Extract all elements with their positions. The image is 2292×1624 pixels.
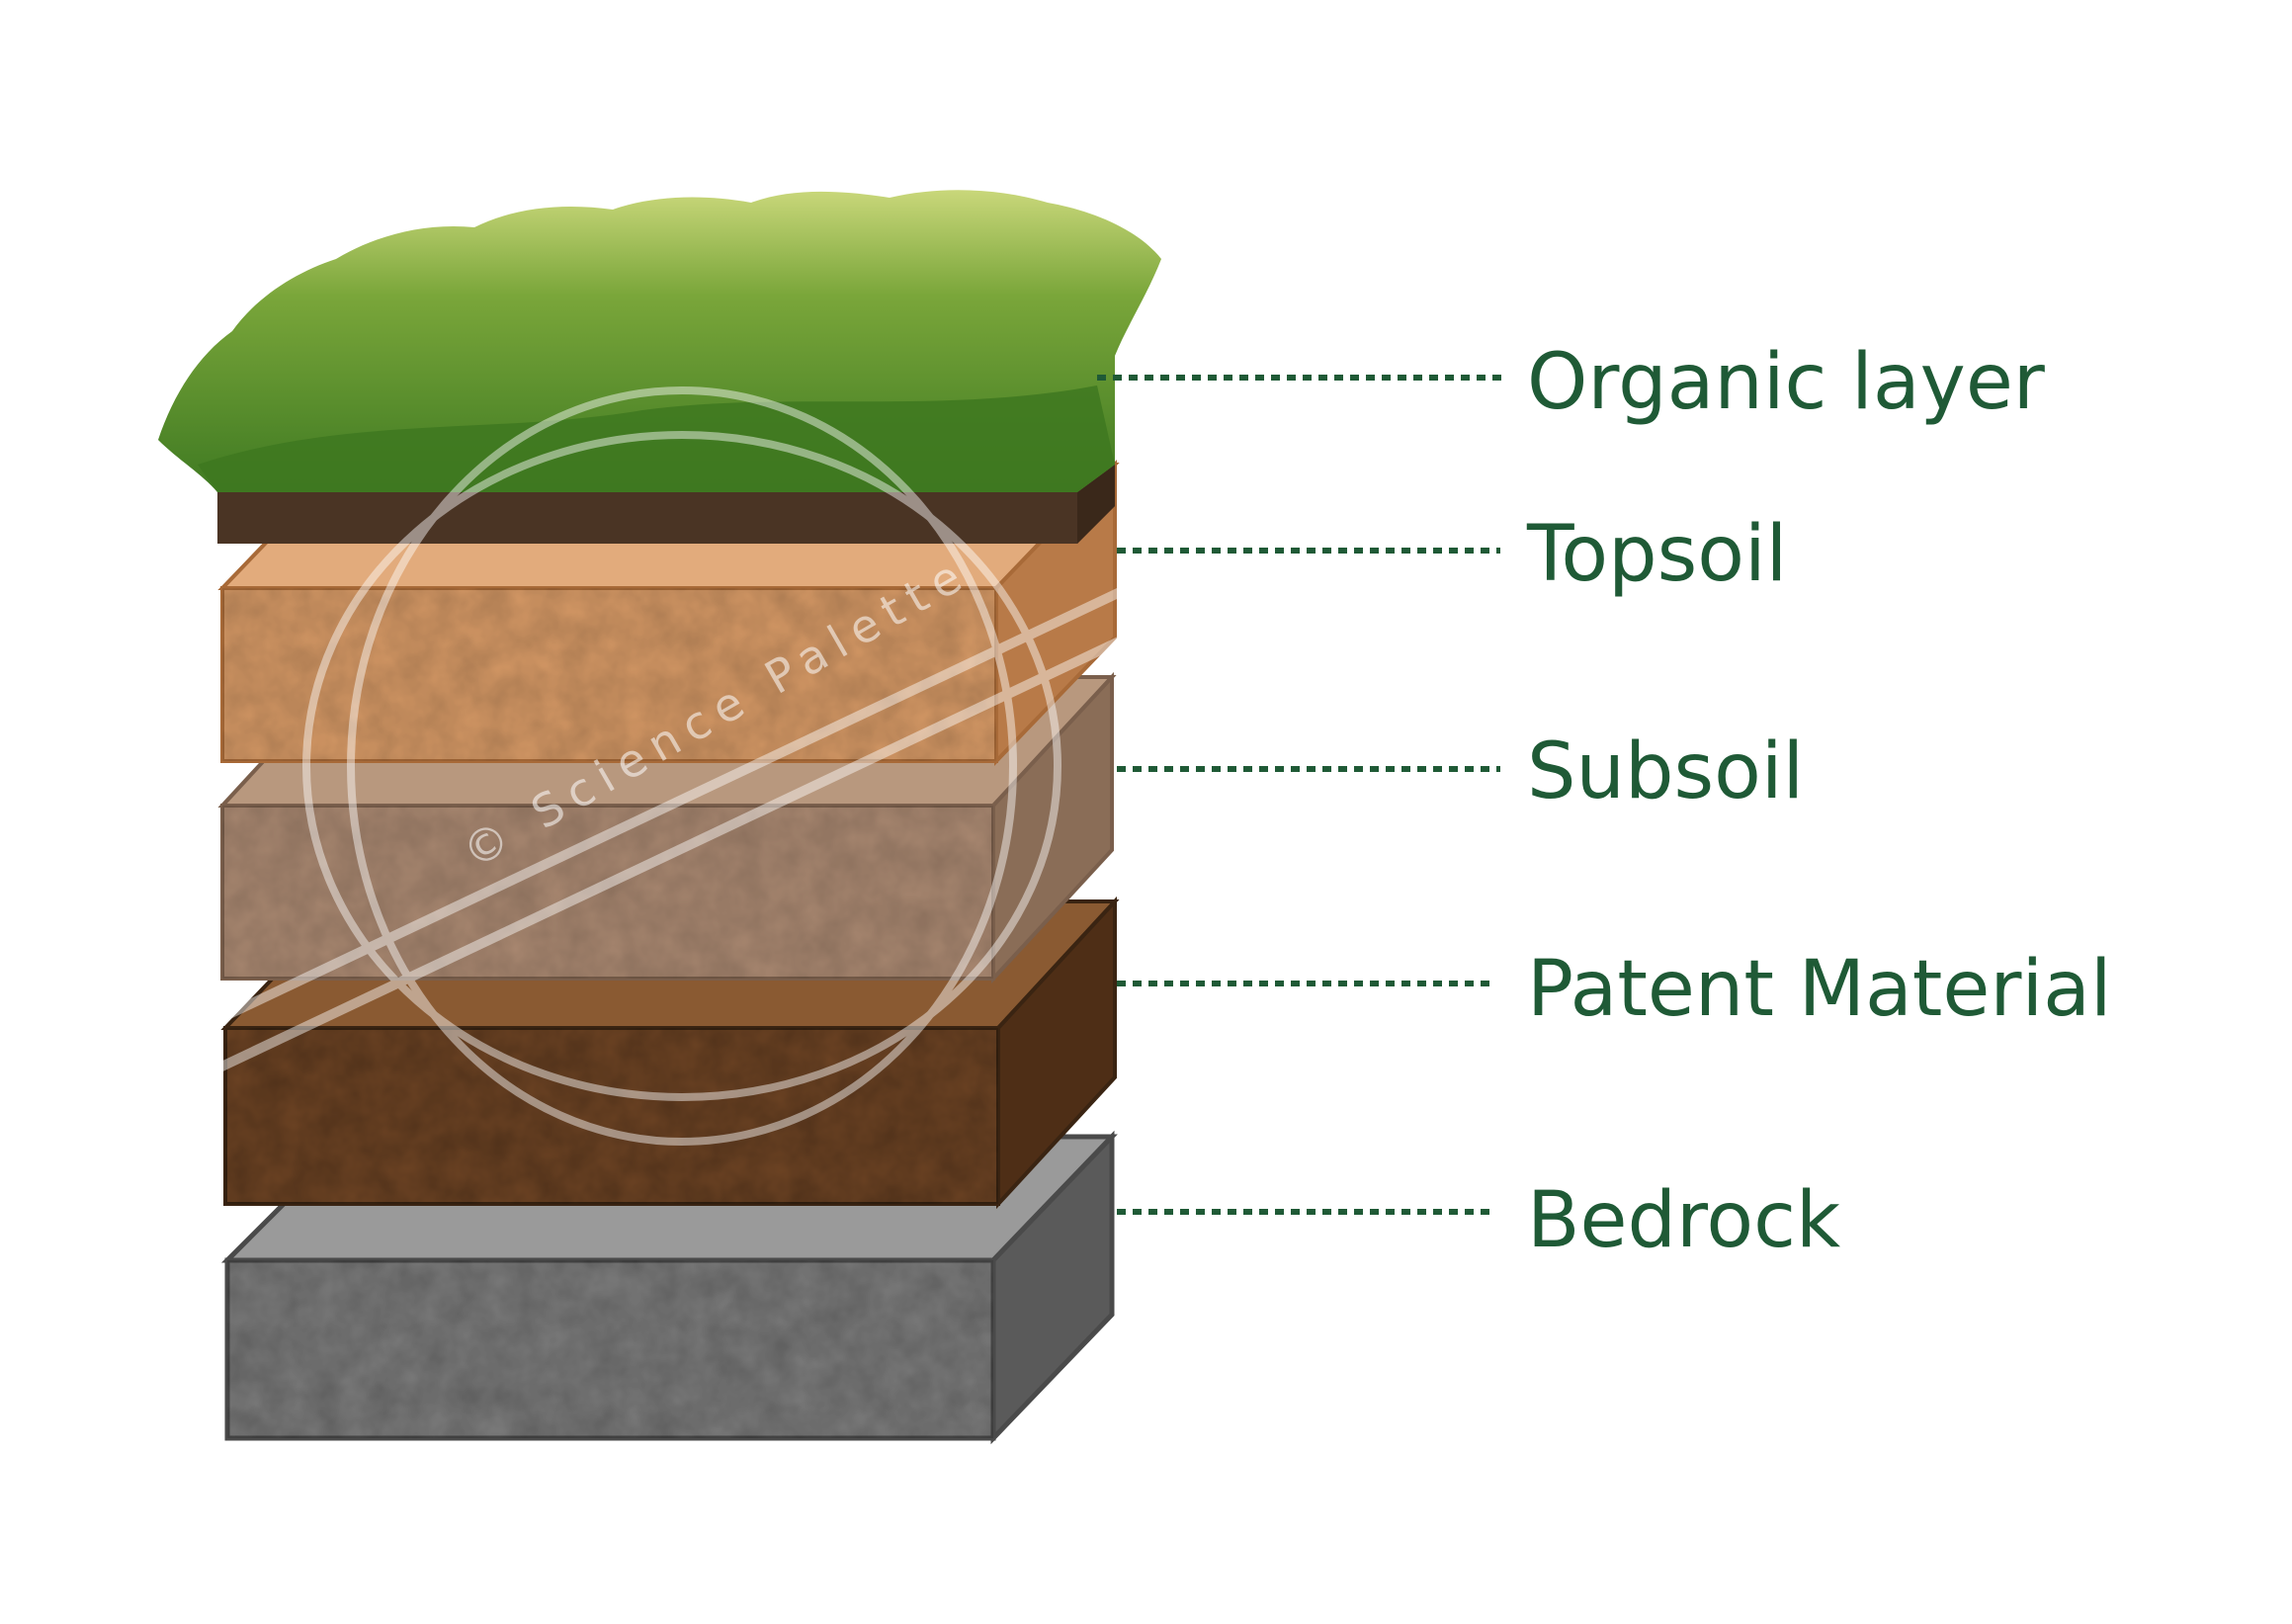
label-patent-material: Patent Material <box>1527 945 2112 1034</box>
label-bedrock: Bedrock <box>1527 1176 1841 1265</box>
organic-layer-block <box>158 190 1161 544</box>
label-subsoil: Subsoil <box>1527 727 1805 816</box>
watermark-dna <box>155 386 1308 1146</box>
label-organic-layer: Organic layer <box>1527 338 2045 427</box>
leader-lines <box>1097 375 1507 1215</box>
topsoil-block <box>217 460 1120 766</box>
label-topsoil: Topsoil <box>1527 510 1788 599</box>
